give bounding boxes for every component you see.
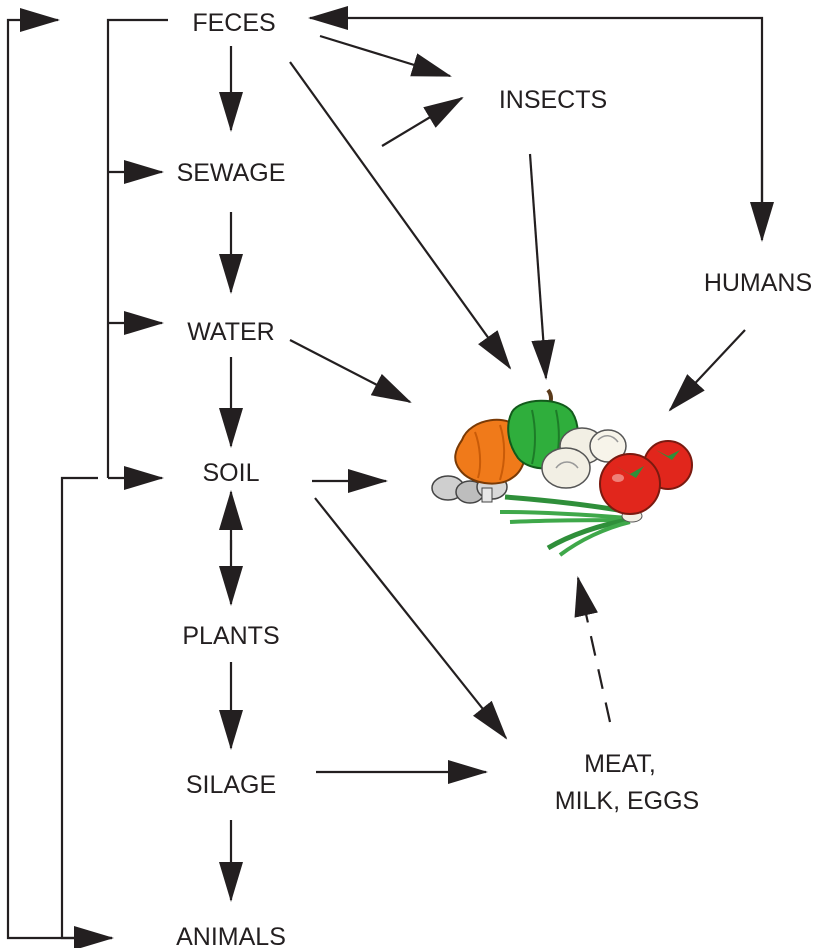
edge-humans-feces-link: [310, 18, 762, 238]
vegetables-illustration: [432, 390, 692, 555]
node-plants: PLANTS: [182, 622, 279, 650]
node-silage: SILAGE: [186, 771, 276, 799]
edge-feces-to-food: [290, 62, 510, 368]
edge-feces-to-insects: [320, 36, 450, 76]
node-animals: ANIMALS: [176, 923, 286, 948]
edge-meat-to-food: [578, 578, 610, 722]
node-meat-line1: MEAT,: [584, 750, 656, 778]
node-meat-line2: MILK, EGGS: [555, 787, 699, 815]
edge-left-bus: [108, 20, 168, 478]
edge-soil-to-meat: [315, 498, 506, 738]
edge-insects-to-feces-side: [382, 98, 462, 146]
edge-insects-to-food: [530, 154, 546, 378]
node-humans: HUMANS: [704, 269, 812, 297]
node-water: WATER: [187, 318, 275, 346]
edge-water-to-food: [290, 340, 410, 402]
node-sewage: SEWAGE: [177, 159, 286, 187]
edge-soil-to-animals: [62, 478, 112, 938]
node-feces: FECES: [192, 9, 275, 37]
edge-humans-to-food: [670, 330, 745, 410]
node-insects: INSECTS: [499, 86, 607, 114]
node-soil: SOIL: [203, 459, 260, 487]
